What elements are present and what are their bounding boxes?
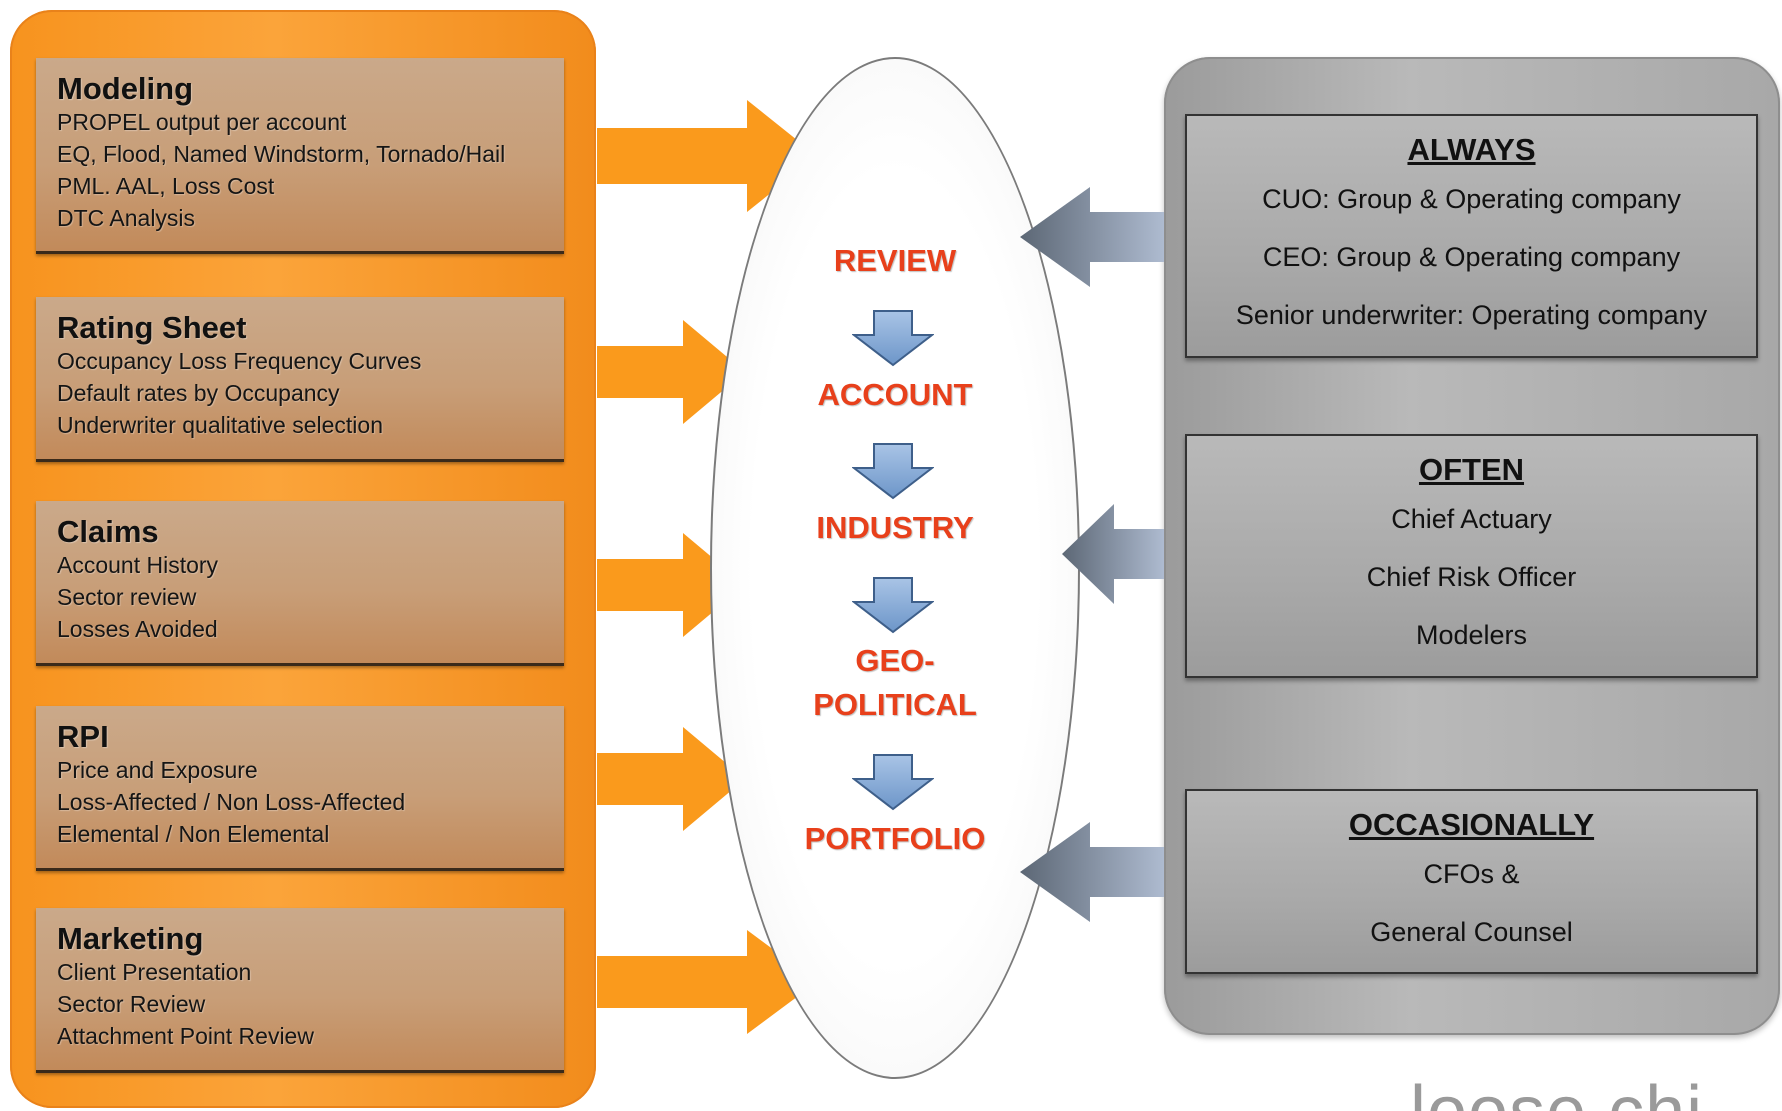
card-line: Default rates by Occupancy [57,380,340,406]
review-flow: REVIEW ACCOUNT INDUSTRY GEO- POLITICAL P… [710,57,1080,1079]
card-claims: Claims Account History Sector review Los… [36,501,564,666]
box-line: CEO: Group & Operating company [1262,242,1681,272]
card-line: Underwriter qualitative selection [57,412,383,438]
card-line: PML. AAL, Loss Cost [57,173,275,199]
card-marketing: Marketing Client Presentation Sector Rev… [36,908,564,1073]
box-line: General Counsel [1370,917,1573,947]
stage-account: ACCOUNT [817,377,973,412]
card-line: Client Presentation [57,959,252,985]
card-modeling: Modeling PROPEL output per account EQ, F… [36,58,564,254]
orange-arrow-icon [597,100,817,212]
card-title: Modeling [57,71,194,106]
box-line: Senior underwriter: Operating company [1235,300,1708,330]
stage-portfolio: PORTFOLIO [804,821,986,856]
card-title: RPI [57,719,109,754]
down-arrow-icon [852,577,934,634]
card-title: Claims [57,514,159,549]
card-line: Loss-Affected / Non Loss-Affected [57,789,406,815]
box-line: CFOs & [1423,859,1520,889]
card-rpi: RPI Price and Exposure Loss-Affected / N… [36,706,564,871]
flow-ellipse [710,57,1080,1079]
card-line: Sector review [57,584,197,610]
card-line: EQ, Flood, Named Windstorm, Tornado/Hail [57,141,506,167]
down-arrow-icon [852,310,934,367]
down-arrow-icon [852,754,934,811]
box-title: OCCASIONALLY [1348,807,1595,842]
orange-arrow-icon [597,533,745,637]
gray-arrow-icon [1020,822,1164,922]
box-line: Chief Risk Officer [1366,562,1577,592]
card-line: Losses Avoided [57,616,218,642]
stage-review: REVIEW [833,243,957,278]
box-title: OFTEN [1418,452,1525,487]
card-title: Rating Sheet [57,310,247,345]
orange-arrow-icon [597,320,745,424]
stage-political: POLITICAL [813,687,977,722]
gray-arrow-icon [1062,504,1164,604]
card-line: Occupancy Loss Frequency Curves [57,348,422,374]
orange-arrow-icon [597,930,817,1034]
box-line: Chief Actuary [1391,504,1552,534]
orange-arrow-icon [597,727,745,831]
box-line: CUO: Group & Operating company [1262,184,1681,214]
card-line: PROPEL output per account [57,109,347,135]
card-line: Account History [57,552,219,578]
box-occasionally: OCCASIONALLY CFOs & General Counsel [1185,789,1758,974]
card-line: Price and Exposure [57,757,258,783]
stage-industry: INDUSTRY [816,510,974,545]
card-title: Marketing [57,921,204,956]
gray-arrow-icon [1020,187,1164,287]
card-line: DTC Analysis [57,205,196,231]
box-title: ALWAYS [1407,132,1536,167]
box-often: OFTEN Chief Actuary Chief Risk Officer M… [1185,434,1758,678]
stage-geo: GEO- [855,643,935,678]
down-arrow-icon [852,443,934,500]
card-line: Attachment Point Review [57,1023,314,1049]
logo: loose chi [1410,1072,1782,1111]
card-line: Sector Review [57,991,206,1017]
box-line: Modelers [1415,620,1528,650]
box-always: ALWAYS CUO: Group & Operating company CE… [1185,114,1758,358]
card-line: Elemental / Non Elemental [57,821,330,847]
card-rating-sheet: Rating Sheet Occupancy Loss Frequency Cu… [36,297,564,462]
